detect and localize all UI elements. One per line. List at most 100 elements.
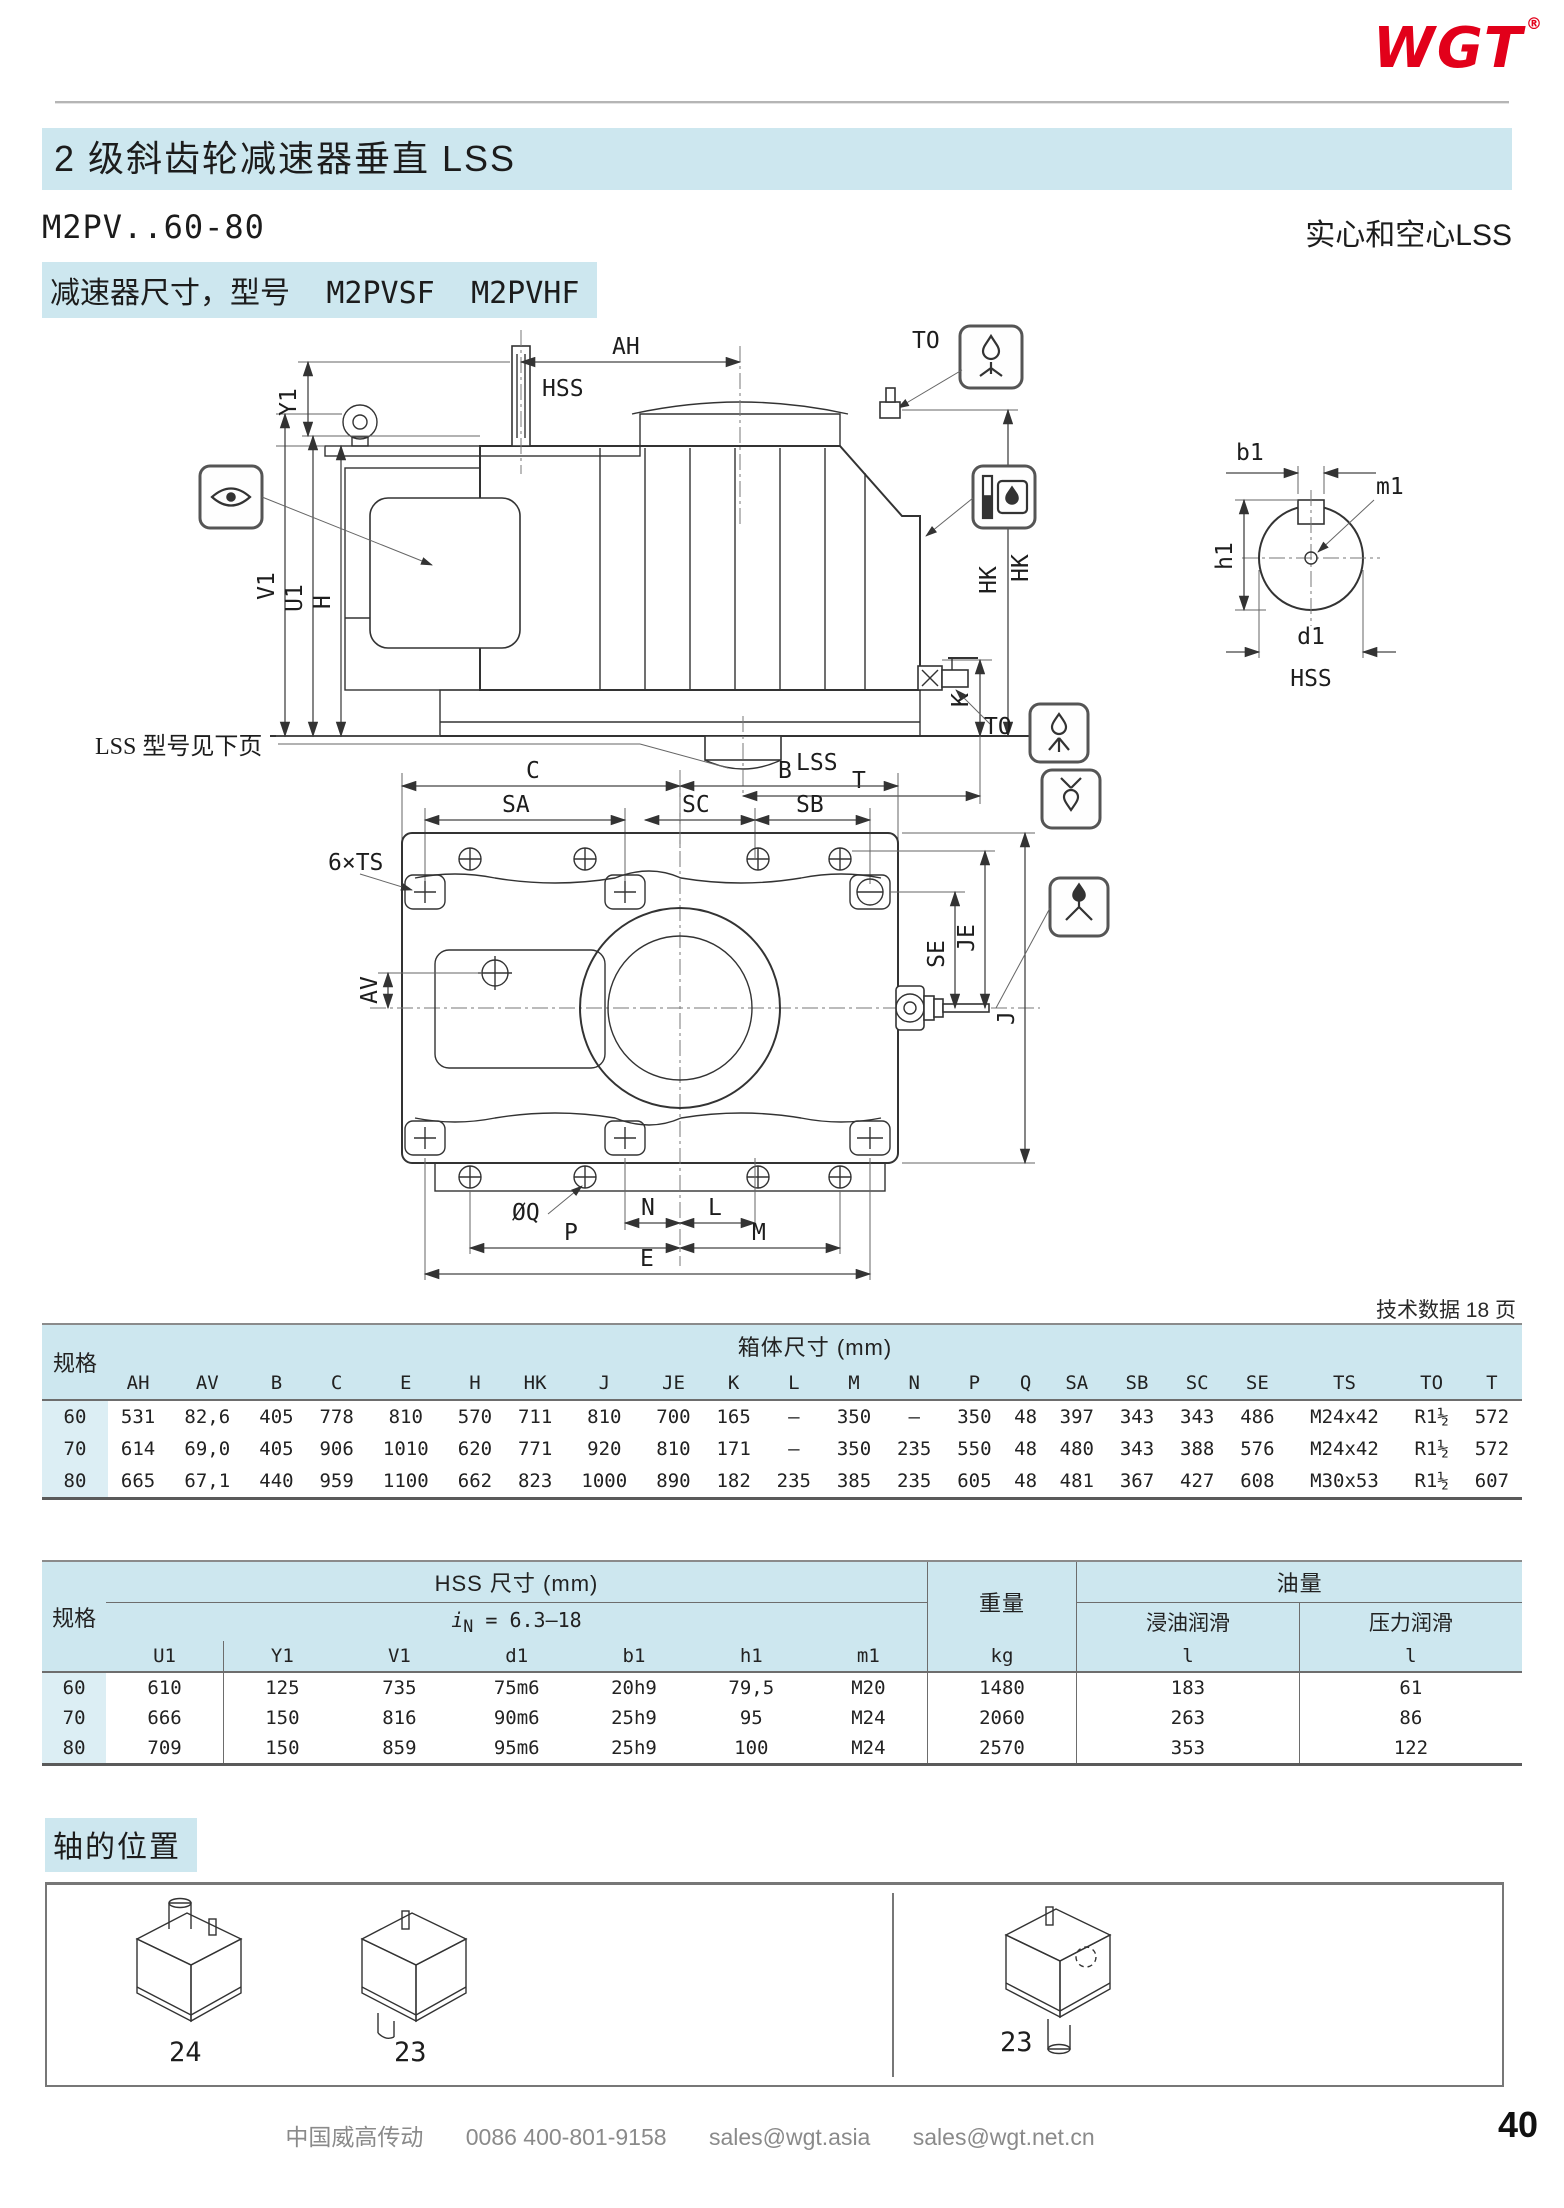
column-header: m1 [809,1641,928,1672]
column-header: SB [1106,1367,1168,1400]
column-header: SC [1167,1367,1228,1400]
spec-column-header: 规格 [42,1561,107,1672]
table-cell: 427 [1180,1470,1215,1492]
column-header: Q [1004,1367,1047,1400]
column-header: TS [1287,1367,1402,1400]
table-cell: 735 [382,1677,417,1699]
table-cell: 480 [1059,1438,1094,1460]
table-cell: 25h9 [611,1707,657,1729]
row-spec: 60 [42,1400,108,1433]
table-cell: 150 [222,1703,341,1733]
table-cell: – [908,1406,920,1428]
dim-label-e: E [640,1246,654,1272]
table-cell: R1½ [1414,1438,1449,1460]
dim-label-hk-2: HK [1008,554,1034,582]
registered-mark: ® [1526,14,1544,33]
table-cell: 165 [716,1406,751,1428]
subtitle: 减速器尺寸，型号 M2PVSF M2PVHF [42,262,598,318]
iso-box-shaft-down-large [1004,1906,1112,2055]
table-cell: 343 [1119,1406,1155,1428]
table-cell: 182 [716,1470,751,1492]
table-cell: 388 [1180,1438,1215,1460]
header-divider [55,101,1509,104]
subtitle-model-1: M2PVSF [326,276,435,311]
table-cell: 385 [836,1470,872,1492]
table-cell: 235 [776,1470,811,1492]
table-cell: M24 [851,1737,886,1759]
dim-label-sb: SB [796,792,824,818]
shaft-position-figure-24: 24 [117,1895,277,2085]
footer-phone: 0086 400-801-9158 [465,2124,667,2150]
table-cell: 1010 [382,1438,429,1460]
table-cell: 771 [517,1438,553,1460]
table-cell: 1480 [926,1672,1077,1703]
table-cell: 48 [1014,1406,1038,1428]
shaft-positions-box: 24 23 [45,1882,1504,2087]
table-cell: 859 [382,1737,417,1759]
detail-caption-hss: HSS [1290,666,1332,692]
plan-view-drawing: C B SA SC SB [328,758,1110,1280]
table-cell: R1½ [1414,1470,1449,1492]
column-header: d1 [458,1641,576,1672]
table-cell: 61 [1298,1672,1522,1703]
brand-logo: WGT® [1373,14,1544,81]
section-title-banner: 2 级斜齿轮减速器垂直 LSS [42,128,1512,190]
table-cell: 79,5 [728,1677,775,1699]
table-cell: 95m6 [493,1737,540,1759]
table-cell: 486 [1240,1406,1275,1428]
technical-drawing: HSS AH Y1 V1 U1 H [95,324,1404,1280]
column-header: b1 [575,1641,693,1672]
breather-icon [958,324,1024,390]
side-view-drawing: HSS AH Y1 V1 U1 H [95,324,1102,830]
brand-logo-text: WGT [1373,16,1524,81]
column-header: SE [1227,1367,1288,1400]
table-cell: 122 [1298,1733,1522,1765]
dim-label-u1: U1 [282,584,308,612]
table-cell: 823 [517,1470,553,1492]
ratio-symbol: i [451,1608,464,1632]
table-cell: 531 [120,1406,156,1428]
hss-shaft-detail-drawing: b1 m1 h1 d1 HSS [1212,440,1404,692]
column-header: h1 [692,1641,810,1672]
footer-email-cn: sales@wgt.net.cn [912,2124,1095,2150]
dim-label-h: H [310,595,336,609]
table-cell: 353 [1076,1733,1300,1765]
table-cell: 48 [1014,1438,1038,1460]
oil-column-immersion: 浸油润滑 [1076,1602,1300,1641]
table-cell: 95 [739,1707,763,1729]
column-header: AV [168,1367,247,1400]
table-cell: 810 [388,1406,423,1428]
footer-email-asia: sales@wgt.asia [708,2124,871,2150]
table-cell: 700 [656,1406,691,1428]
table-cell: 816 [382,1707,417,1729]
column-header: Y1 [222,1641,341,1672]
table-cell: 183 [1076,1672,1300,1703]
dim-label-to-bottom: TO [984,714,1012,740]
subtitle-label: 减速器尺寸，型号 [50,277,290,310]
table-cell: 607 [1474,1470,1510,1492]
ratio-sub: N [463,1617,474,1636]
oil-drain-icon [1028,702,1090,764]
dim-label-b1: b1 [1236,440,1264,466]
hss-dimensions-table: 规格 HSS 尺寸 (mm) 重量 油量 iN = 6.3—18 浸油润滑 压力… [42,1560,1522,1766]
column-header: V1 [340,1641,459,1672]
column-header: HK [505,1367,566,1400]
table-cell: 405 [259,1406,294,1428]
oil-level-icon [971,464,1037,530]
dim-label-ah: AH [612,334,640,360]
table-cell: 666 [147,1707,182,1729]
column-header: U1 [106,1641,224,1672]
table-cell: M24 [851,1707,886,1729]
table-cell: 25h9 [611,1737,657,1759]
dim-label-av: AV [357,976,383,1004]
spec-column-header: 规格 [42,1324,108,1400]
dim-label-hk: HK [976,566,1002,594]
oil-header: 油量 [1076,1561,1522,1603]
flange-holes-top [458,847,852,871]
tech-data-note: 技术数据 18 页 [1375,1299,1516,1322]
column-header: P [944,1367,1005,1400]
dim-label-je: JE [954,924,980,952]
column-header: TO [1401,1367,1462,1400]
